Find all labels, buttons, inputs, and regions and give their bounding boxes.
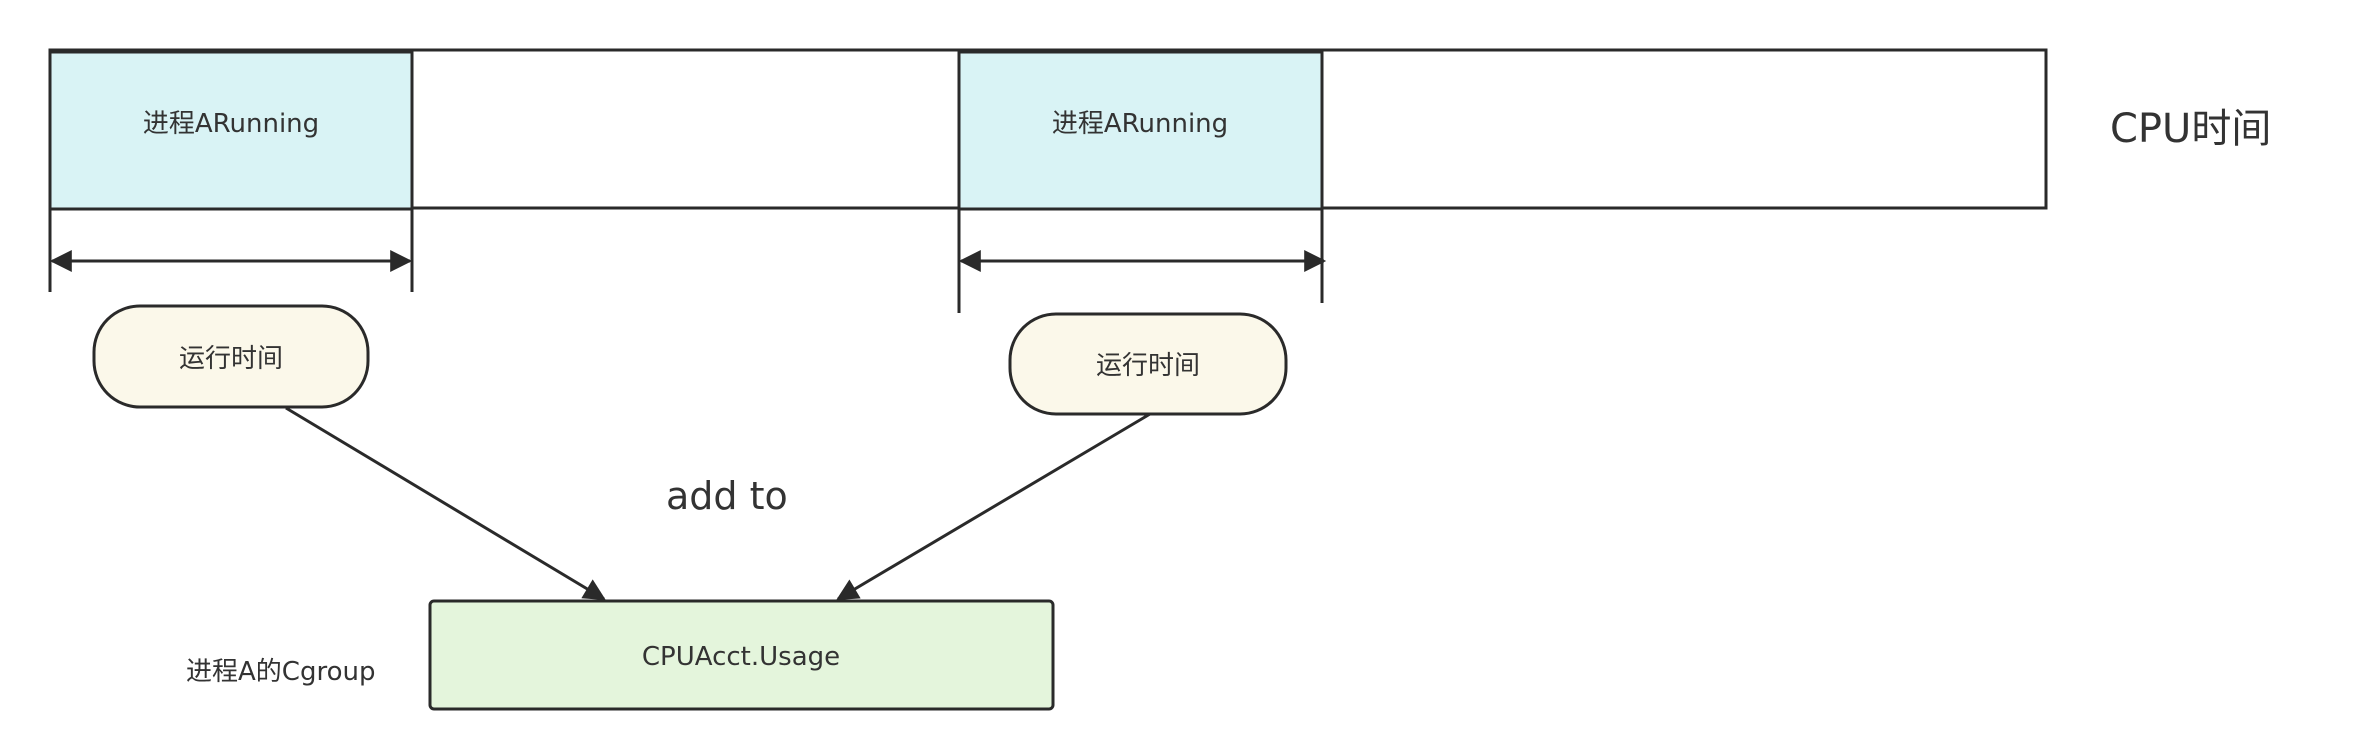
connector-arrow-right	[836, 412, 1151, 601]
timeline-label: CPU时间	[2110, 106, 2271, 152]
edge-label: add to	[666, 474, 788, 518]
running-block-label: 进程ARunning	[1052, 109, 1228, 139]
duration-pill: 运行时间	[1008, 312, 1288, 416]
duration-pill-label: 运行时间	[179, 344, 283, 374]
running-block: 进程ARunning	[957, 50, 1324, 211]
running-block-rect	[957, 50, 1324, 211]
duration-bracket	[957, 209, 1327, 313]
duration-pill: 运行时间	[92, 304, 370, 409]
target-box-rect	[428, 599, 1055, 711]
target-box: CPUAcct.Usage	[428, 599, 1055, 711]
connector-arrow-left	[285, 406, 606, 601]
duration-pill-shape	[92, 304, 370, 409]
running-block-rect	[48, 50, 414, 211]
running-block: 进程ARunning	[48, 50, 414, 211]
duration-pill-label: 运行时间	[1096, 351, 1200, 381]
running-block-label: 进程ARunning	[143, 109, 319, 139]
duration-bracket	[48, 209, 414, 292]
target-box-label: CPUAcct.Usage	[642, 642, 840, 672]
cgroup-label: 进程A的Cgroup	[186, 657, 375, 687]
